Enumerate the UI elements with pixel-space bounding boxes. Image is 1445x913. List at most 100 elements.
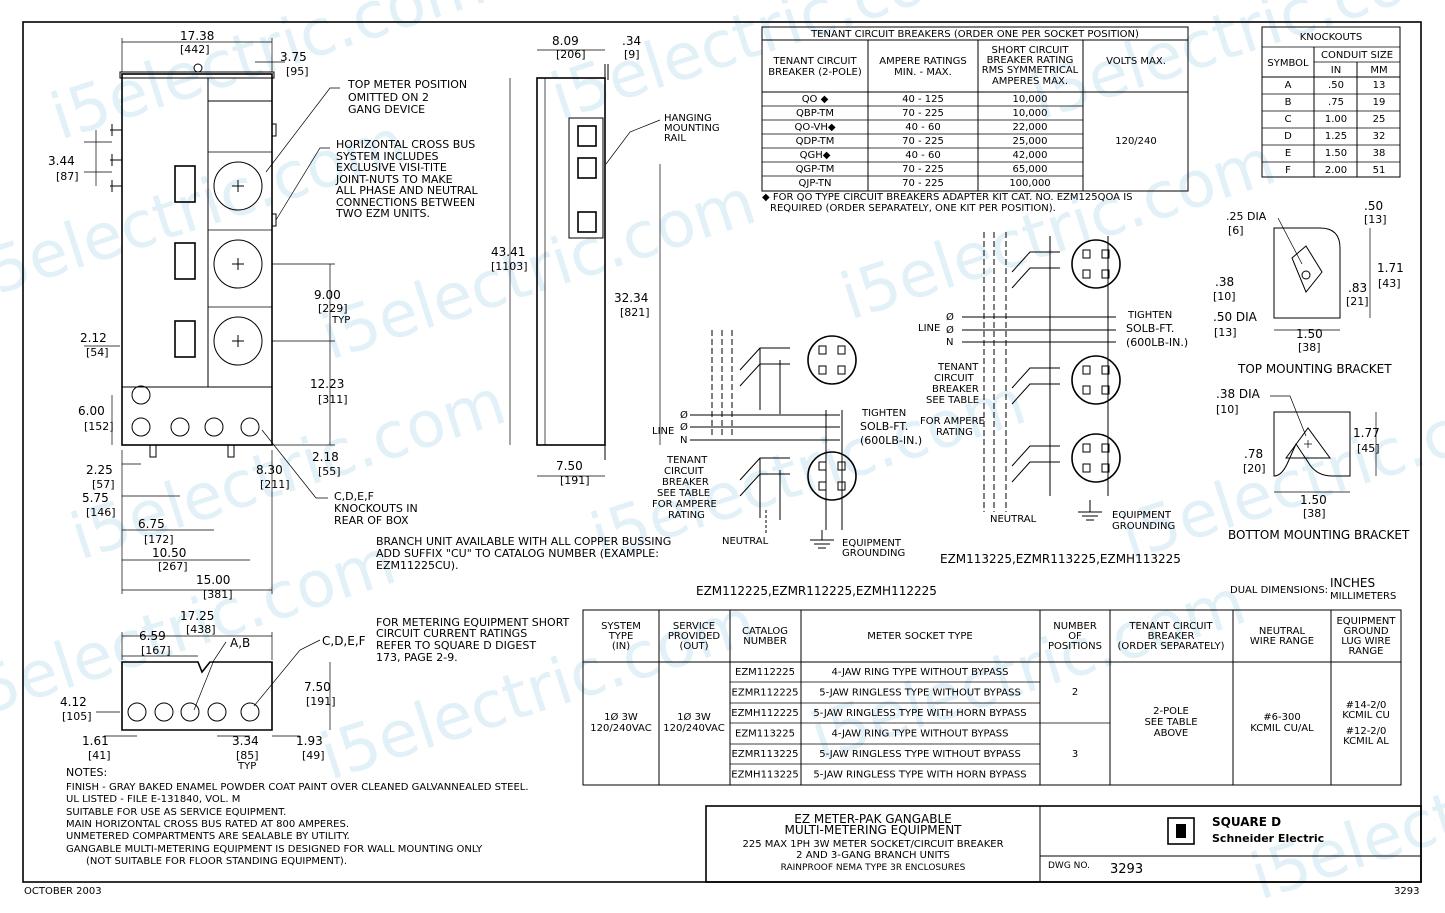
- table-header: BREAKER (2-POLE): [768, 67, 862, 78]
- table-cell: QO-VH◆: [794, 122, 835, 133]
- wiring-label: TIGHTEN: [861, 408, 906, 419]
- table-header: BREAKER: [1148, 631, 1195, 642]
- table-header: PROVIDED: [668, 631, 720, 642]
- note-line: GANGABLE MULTI-METERING EQUIPMENT IS DES…: [66, 844, 483, 855]
- table-header: TYPE: [608, 631, 634, 642]
- callout-line: HANGING: [664, 113, 712, 124]
- table-cell: 51: [1373, 165, 1386, 176]
- wiring-label: EQUIPMENT: [1112, 510, 1172, 521]
- table-title: KNOCKOUTS: [1300, 32, 1363, 43]
- dwg-number: 3293: [1110, 862, 1143, 877]
- table-cell: 65,000: [1013, 164, 1048, 175]
- dim-label: [191]: [560, 474, 590, 487]
- title-line: MULTI-METERING EQUIPMENT: [784, 823, 962, 837]
- table-header: WIRE RANGE: [1250, 636, 1314, 647]
- table-cell: .50: [1328, 80, 1344, 91]
- dim-label: .83: [1348, 281, 1367, 295]
- dim-label: [381]: [203, 588, 233, 601]
- dim-label: [41]: [88, 749, 111, 762]
- table-cell: #12-2/0: [1346, 726, 1387, 737]
- front-view-dimensions: 17.38 [442] 3.75 [95] 3.44 [87] 9.00 [22…: [48, 29, 350, 601]
- table-header: NUMBER: [743, 636, 787, 647]
- note-line: SUITABLE FOR USE AS SERVICE EQUIPMENT.: [66, 807, 286, 818]
- title-block: EZ METER-PAK GANGABLE MULTI-METERING EQU…: [705, 805, 1422, 883]
- table-header: GROUND: [1343, 626, 1388, 637]
- table-cell: 13: [1373, 80, 1386, 91]
- table-cell: QBP-TM: [796, 108, 834, 119]
- table-cell: 3: [1072, 749, 1078, 760]
- notes: NOTES: FINISH - GRAY BAKED ENAMEL POWDER…: [66, 766, 529, 867]
- table-cell: 42,000: [1013, 150, 1048, 161]
- callout-line: JOINT-NUTS TO MAKE: [335, 173, 453, 186]
- table-cell: 1Ø 3W: [604, 711, 638, 723]
- dim-label: [167]: [141, 644, 171, 657]
- dim-label: 1.61: [82, 734, 109, 748]
- wiring-label: LINE: [918, 323, 940, 334]
- dim-label: [95]: [286, 65, 309, 78]
- dim-label: [442]: [180, 43, 210, 56]
- dim-label: [191]: [306, 695, 336, 708]
- table-cell: 70 - 225: [902, 108, 944, 119]
- dim-label: 6.59: [139, 629, 166, 643]
- wiring-label: (600LB-IN.): [860, 434, 922, 447]
- dwg-label: DWG NO.: [1048, 861, 1090, 871]
- dim-label: [821]: [620, 306, 650, 319]
- dim-label: 1.93: [296, 734, 323, 748]
- wiring-label: RATING: [668, 510, 705, 521]
- dim-label: 3.34: [232, 734, 259, 748]
- sheet-number: 3293: [1394, 886, 1419, 897]
- table-cell: 120/240: [1115, 136, 1157, 147]
- dim-label: 2.25: [86, 463, 113, 477]
- note-line: ADD SUFFIX "CU" TO CATALOG NUMBER (EXAMP…: [376, 547, 659, 560]
- dim-label: A,B: [230, 636, 250, 650]
- dim-label: [13]: [1364, 213, 1387, 226]
- brand-subname: Schneider Electric: [1212, 832, 1324, 845]
- breaker-table: TENANT CIRCUIT BREAKERS (ORDER ONE PER S…: [761, 26, 1189, 214]
- dim-label: [311]: [318, 393, 348, 406]
- dim-label: [152]: [84, 420, 114, 433]
- note-line: UL LISTED - FILE E-131840, VOL. M: [66, 794, 240, 805]
- dim-label: 3.44: [48, 154, 75, 168]
- table-cell: 10,000: [1013, 108, 1048, 119]
- table-cell: 40 - 125: [902, 94, 944, 105]
- dim-label: 2.12: [80, 331, 107, 345]
- wiring-label: BREAKER: [662, 477, 709, 488]
- dim-label: 5.75: [82, 491, 109, 505]
- dim-label: 7.50: [556, 459, 583, 473]
- knockout-table: KNOCKOUTS SYMBOL CONDUIT SIZE IN MM A.50…: [1261, 26, 1401, 178]
- table-cell: 5-JAW RINGLESS TYPE WITH HORN BYPASS: [813, 708, 1026, 719]
- table-cell: 1Ø 3W: [677, 711, 711, 723]
- dim-label: [87]: [56, 170, 79, 183]
- table-cell: 2.00: [1325, 165, 1347, 176]
- table-cell: 1.00: [1325, 114, 1347, 125]
- table-cell: 25,000: [1013, 136, 1048, 147]
- note-line: MAIN HORIZONTAL CROSS BUS RATED AT 800 A…: [66, 819, 349, 830]
- callout-line: TWO EZM UNITS.: [335, 207, 430, 220]
- table-cell: 70 - 225: [902, 178, 944, 189]
- note-line: (NOT SUITABLE FOR FLOOR STANDING EQUIPME…: [86, 856, 347, 867]
- dim-label: 1.50: [1296, 327, 1323, 341]
- dim-label: .38 DIA: [1216, 387, 1261, 401]
- wiring-label: NEUTRAL: [990, 514, 1037, 525]
- table-cell: SEE TABLE: [1144, 717, 1197, 728]
- dim-label: [172]: [144, 533, 174, 546]
- table-cell: KCMIL CU/AL: [1250, 723, 1314, 734]
- dim-label: .25 DIA: [1226, 210, 1267, 223]
- table-cell: QDP-TM: [796, 136, 835, 147]
- dim-label: [21]: [1346, 295, 1369, 308]
- dim-label: .34: [622, 34, 641, 48]
- callout-line: EXCLUSIVE VISI-TITE: [336, 161, 447, 174]
- dim-label: 9.00: [314, 288, 341, 302]
- table-header: SYSTEM: [601, 621, 641, 632]
- table-header: SHORT CIRCUIT: [992, 45, 1070, 56]
- wiring-label: CIRCUIT: [664, 466, 705, 477]
- legend-label: DUAL DIMENSIONS:: [1230, 585, 1328, 596]
- wiring-label: Ø: [946, 311, 954, 323]
- dim-label: 2.18: [312, 450, 339, 464]
- wiring-label: SOLB-FT.: [860, 420, 908, 433]
- callout-line: ALL PHASE AND NEUTRAL: [336, 184, 479, 197]
- table-cell: 40 - 60: [905, 122, 940, 133]
- table-title: TENANT CIRCUIT BREAKERS (ORDER ONE PER S…: [810, 29, 1139, 40]
- callout-line: SYSTEM INCLUDES: [336, 150, 439, 163]
- dual-dimensions-legend: DUAL DIMENSIONS: INCHES MILLIMETERS: [1230, 576, 1396, 602]
